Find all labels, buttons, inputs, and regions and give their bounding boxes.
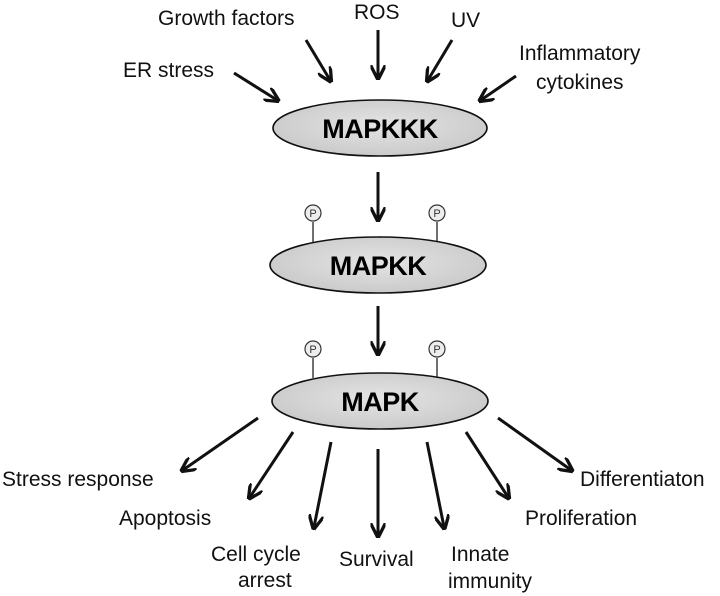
input-er-stress-label: ER stress <box>123 59 214 82</box>
mapkkk-ellipse <box>272 99 488 157</box>
output-cell-cycle-label-line1: Cell cycle <box>211 543 301 566</box>
phospho-label: P <box>309 208 316 220</box>
input-inflammatory-label-line2: cytokines <box>536 71 624 94</box>
phospho-circle <box>304 340 322 358</box>
input-uv-label: UV <box>451 9 480 32</box>
output-stress-response-label: Stress response <box>2 468 154 491</box>
arrow-to-differentiation <box>497 416 571 470</box>
mapkk-label: MAPKK <box>330 251 427 281</box>
phospho-label: P <box>433 208 440 220</box>
output-survival-label: Survival <box>339 548 414 571</box>
input-ros-label: ROS <box>354 1 400 24</box>
phospho-circle <box>428 204 446 222</box>
node-mapkk: MAPKK <box>269 236 487 294</box>
arrow-to-stress-response <box>183 416 259 470</box>
arrow-uv <box>428 39 454 80</box>
output-innate-label-line2: immunity <box>448 570 533 593</box>
phospho-circle <box>304 204 322 222</box>
output-differentiation-label: Differentiaton <box>580 468 705 491</box>
phospho-group-mapkk-right: P <box>428 204 446 242</box>
output-innate-label-line1: Innate <box>451 543 509 566</box>
node-mapkkk: MAPKKK <box>272 99 488 157</box>
arrow-inflammatory <box>481 74 517 100</box>
mapkk-ellipse <box>269 236 487 294</box>
output-cell-cycle-label-line2: arrest <box>238 569 292 592</box>
arrow-to-innate-immunity <box>425 441 444 527</box>
mapkkk-label: MAPKKK <box>322 114 438 144</box>
arrow-growth-factors <box>304 39 330 80</box>
phospho-group-mapkk-left: P <box>304 204 322 242</box>
input-growth-factors-label: Growth factors <box>158 7 295 30</box>
arrow-to-apoptosis <box>250 431 295 497</box>
phospho-label: P <box>309 344 316 356</box>
phospho-label: P <box>433 344 440 356</box>
output-apoptosis-label: Apoptosis <box>119 507 211 530</box>
mapk-label: MAPK <box>341 387 419 417</box>
phospho-circle <box>428 340 446 358</box>
input-inflammatory-label-line1: Inflammatory <box>519 42 641 65</box>
arrow-to-cell-cycle-arrest <box>314 441 333 527</box>
output-proliferation-label: Proliferation <box>525 507 637 530</box>
arrow-er-stress <box>233 71 277 100</box>
arrow-to-proliferation <box>464 431 508 497</box>
node-mapk: MAPK <box>271 372 489 430</box>
mapk-ellipse <box>271 372 489 430</box>
phospho-group-mapk-left: P <box>304 340 322 378</box>
phospho-group-mapk-right: P <box>428 340 446 378</box>
